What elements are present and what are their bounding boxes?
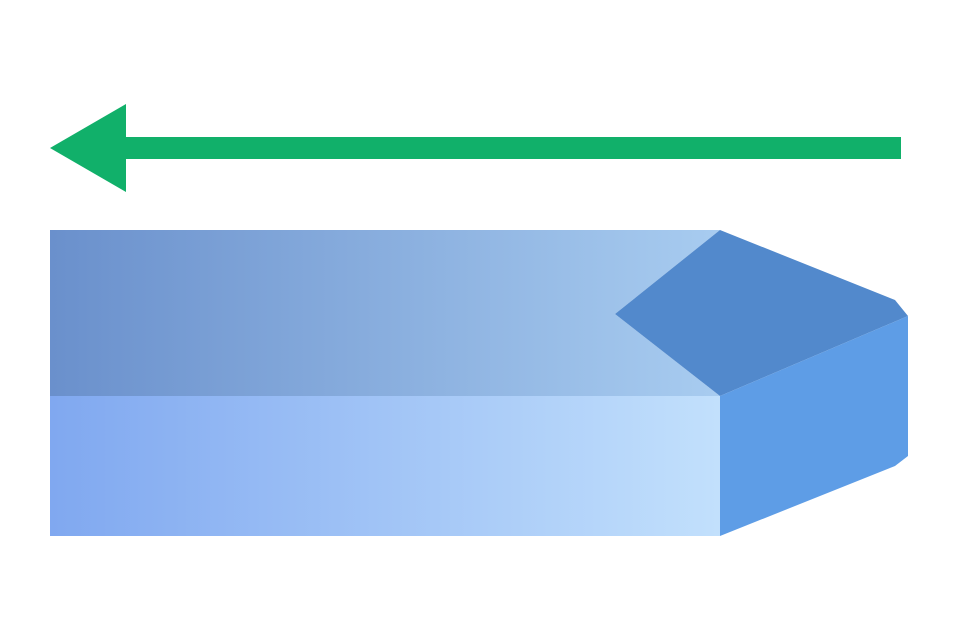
block-front-face (50, 396, 720, 536)
block-end-front-face (720, 316, 908, 536)
left-arrow-icon (50, 104, 901, 192)
arrow-shaft (118, 137, 901, 159)
block-top-face (50, 230, 720, 396)
block-end-top-face (615, 230, 908, 396)
arrow-head (50, 104, 126, 192)
block-shape (50, 230, 908, 536)
